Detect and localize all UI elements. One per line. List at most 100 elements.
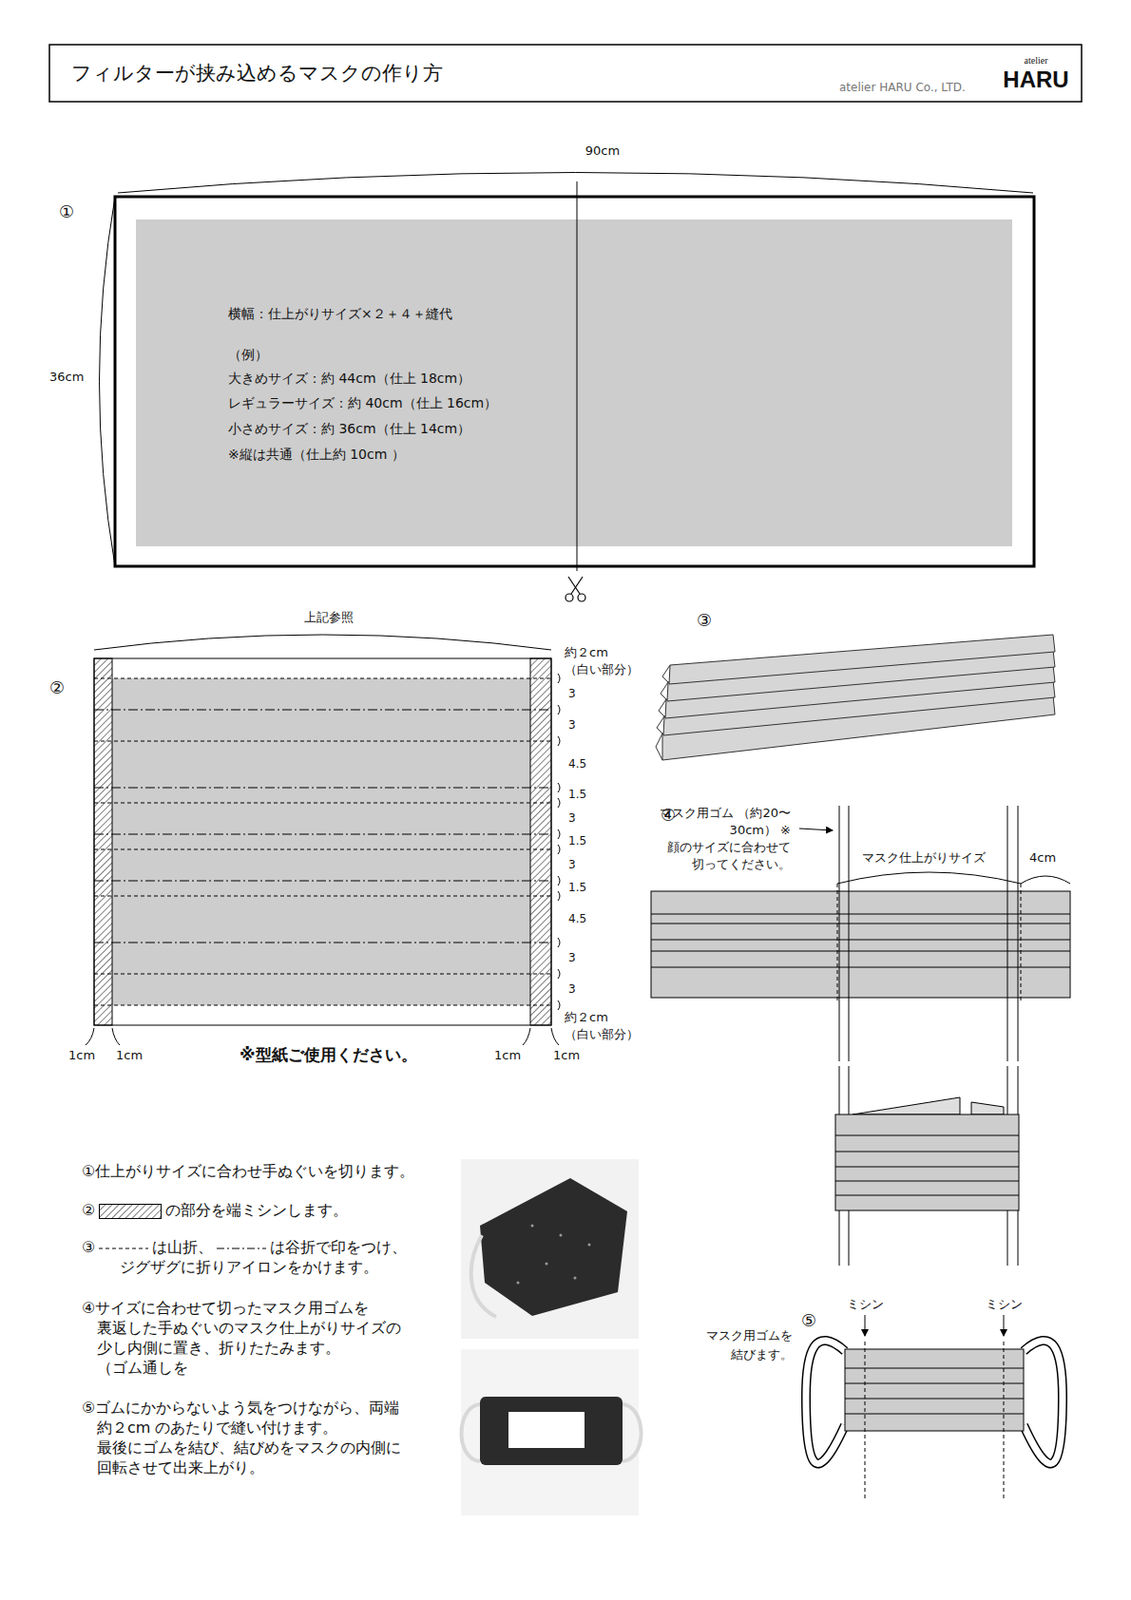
finished-mask: [805, 1341, 845, 1464]
photo-mask-side: [517, 1225, 592, 1285]
elastic-placement: [1017, 805, 1019, 1062]
instruction-step: ③は山折、は谷折で印をつけ、 ジグザグに折りアイロンをかけます。: [81, 1237, 496, 1278]
panel-text: 横幅：仕上がりサイズ×２＋４＋縫代: [228, 305, 453, 323]
dimension: 3: [568, 858, 576, 874]
pleat-pattern: [94, 741, 552, 743]
dimension: 3: [568, 687, 576, 703]
fabric-cut-diagram: [115, 196, 1035, 567]
elastic-placement: [1020, 883, 1022, 1004]
finished-mask: [1023, 1341, 1063, 1464]
instruction-step: ⑤ゴムにかからないよう気をつけながら、両端 約２cm のあたりで縫い付けます。 …: [81, 1398, 411, 1478]
photo-mask-inside: [460, 1349, 642, 1516]
elastic-placement: [799, 828, 833, 831]
instruction-text: は山折、: [152, 1238, 213, 1257]
pleat-pattern: [85, 1028, 95, 1046]
fabric-cut-diagram: [99, 172, 1036, 573]
photo-mask-side: [559, 1234, 563, 1238]
dimension: 3: [568, 982, 576, 998]
panel-text: 小さめサイズ：約 36cm（仕上 14cm）: [228, 420, 471, 438]
photo-mask-inside: [460, 1404, 480, 1462]
dimension: 1.5: [568, 834, 587, 850]
step-number: ②: [49, 676, 65, 699]
elastic-placement: [835, 1195, 1019, 1197]
elastic-placement: [835, 1135, 1019, 1137]
dimension: マスク仕上がりサイズ: [862, 850, 986, 867]
photo-mask-inside: [508, 1412, 585, 1449]
pleat-pattern: [94, 896, 552, 898]
folded-pleats: [669, 634, 1055, 685]
pleat-pattern: [557, 783, 560, 793]
panel-text: ※縦は共通（仕上約 10cm ）: [228, 445, 405, 463]
note: ※型紙ご使用ください。: [239, 1044, 418, 1066]
step-number: ⑤: [801, 1309, 817, 1332]
finished-mask: [1023, 1341, 1063, 1464]
pleat-pattern: [557, 938, 560, 948]
photo-mask-side: [574, 1277, 577, 1281]
pleat-pattern: [557, 829, 560, 840]
pleat-pattern: [557, 891, 560, 901]
callout: マスク用ゴム （約20〜30cm） ※顔のサイズに合わせて 切ってください。: [649, 805, 792, 874]
dimension: 3: [568, 811, 576, 827]
dimension: 1cm: [494, 1048, 521, 1065]
elastic-placement: [848, 805, 850, 1062]
finished-mask: [1003, 1341, 1005, 1502]
pleat-pattern: [557, 798, 560, 808]
fold-line-sample: [98, 1247, 149, 1249]
pleat-pattern: [557, 876, 560, 886]
dimension: 約２cm （白い部分）: [564, 1009, 647, 1044]
dimension: 4.5: [568, 912, 587, 928]
pleat-pattern: [94, 709, 552, 711]
finished-mask: [844, 1349, 1024, 1432]
panel-text: レギュラーサイズ：約 40cm（仕上 16cm）: [228, 394, 498, 412]
folded-pleats: [655, 634, 1055, 761]
pleat-pattern: [94, 803, 552, 805]
pleat-pattern: [85, 634, 560, 1046]
pleat-pattern: [94, 834, 552, 836]
elastic-placement: [839, 805, 841, 1062]
photo-mask-side: [460, 1159, 639, 1340]
photo-mask-side: [588, 1244, 592, 1247]
pleat-pattern: [530, 658, 552, 1026]
elastic-placement: [971, 1102, 1004, 1115]
finished-mask: [844, 1399, 1024, 1400]
dimension: 上記参照: [304, 610, 354, 627]
finished-mask: [844, 1383, 1024, 1385]
pleat-pattern: [94, 658, 552, 1026]
pleat-pattern: [94, 787, 552, 789]
dimension: 3: [568, 951, 576, 967]
panel-text: （例）: [228, 345, 269, 364]
pleat-pattern: [94, 849, 552, 851]
finished-mask: [864, 1341, 866, 1502]
dimension: 90cm: [585, 143, 620, 160]
scissors-symbol: [568, 576, 580, 595]
finished-mask: [844, 1414, 1024, 1416]
photo-mask-side: [517, 1282, 520, 1285]
fold-line-sample: [216, 1247, 267, 1249]
pleat-pattern: [94, 634, 552, 651]
company-name: atelier HARU Co., LTD.: [839, 80, 966, 96]
pleat-pattern: [557, 673, 560, 684]
fabric-panel: 横幅：仕上がりサイズ×２＋４＋縫代（例）大きめサイズ：約 44cm（仕上 18c…: [135, 219, 1013, 547]
dimension: 1.5: [568, 787, 587, 804]
dimension: 1cm: [68, 1048, 96, 1065]
dimension: 1cm: [115, 1048, 143, 1065]
photo-mask-side: [545, 1263, 549, 1266]
pleat-pattern: [522, 1028, 531, 1046]
elastic-placement: [837, 872, 1021, 884]
instruction-step: ①仕上がりサイズに合わせ手ぬぐいを切ります。: [81, 1162, 415, 1183]
elastic-placement: [835, 1151, 1019, 1153]
elastic-placement: [837, 883, 839, 1004]
pleat-pattern: [557, 969, 560, 979]
pleat-pattern: [557, 844, 560, 855]
scissors-symbol: [571, 576, 583, 595]
pleat-pattern: [557, 736, 560, 747]
pleat-pattern: [557, 705, 560, 715]
header-box: [49, 44, 1082, 102]
dimension: 約２cm （白い部分）: [564, 644, 647, 679]
elastic-placement: [1007, 805, 1009, 1062]
dimension: 4cm: [1029, 850, 1056, 867]
logo-text: atelier: [1024, 54, 1049, 67]
fabric-cut-diagram: [117, 172, 1034, 194]
instruction-step: ②の部分を端ミシンします。: [81, 1200, 519, 1221]
folded-pleats: [655, 665, 671, 761]
